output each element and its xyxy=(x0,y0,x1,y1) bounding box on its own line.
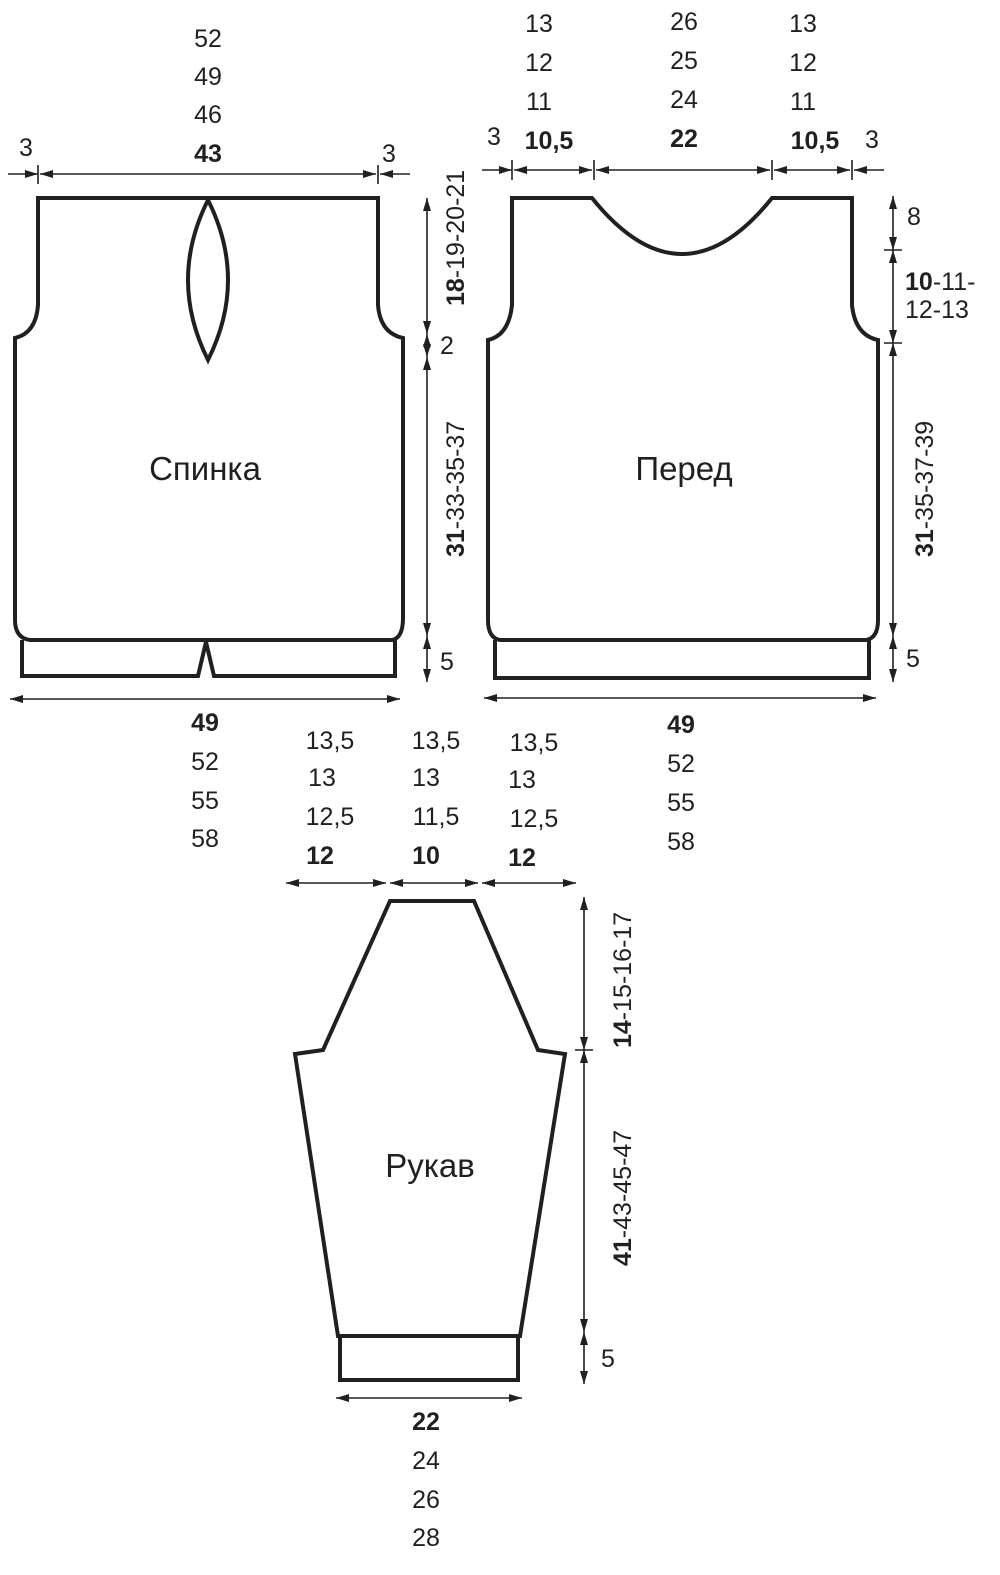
sleeve-piece: Рукав 13,5 13 12,5 12 13,5 13 11,5 10 13… xyxy=(286,727,637,1552)
back-top-width-3: 46 xyxy=(194,101,222,129)
front-neck-width-4: 22 xyxy=(670,125,698,153)
front-piece: Перед 13 12 11 10,5 26 25 24 22 13 12 11… xyxy=(482,8,975,856)
front-body-height: 31-35-37-39 xyxy=(911,421,939,557)
front-bottom-width-3: 55 xyxy=(667,789,695,817)
sleeve-rib xyxy=(338,1336,520,1382)
back-top-width-2: 49 xyxy=(194,63,222,91)
sleeve-top-right-2: 13 xyxy=(508,766,536,794)
back-body-height: 31-33-35-37 xyxy=(442,421,470,557)
sleeve-top-left-3: 12,5 xyxy=(306,803,355,831)
sleeve-top-left-4: 12 xyxy=(306,842,334,870)
front-neck-side-right-4: 10,5 xyxy=(791,127,840,155)
back-shoulder-left: 3 xyxy=(19,134,33,162)
back-shoulder-right: 3 xyxy=(382,140,396,168)
sleeve-top-right-3: 12,5 xyxy=(510,805,559,833)
front-neck-depth: 8 xyxy=(907,203,921,231)
sleeve-bottom-width-2: 24 xyxy=(412,1447,440,1475)
back-bottom-width-3: 55 xyxy=(191,787,219,815)
back-bottom-width-4: 58 xyxy=(191,825,219,853)
front-rib xyxy=(493,640,871,680)
front-armhole-height: 10-11- xyxy=(905,268,975,296)
back-bottom-width-1: 49 xyxy=(191,709,219,737)
front-label: Перед xyxy=(635,450,732,487)
front-neck-side-right-2: 12 xyxy=(789,49,817,77)
back-label: Спинка xyxy=(149,450,262,487)
back-top-width-1: 52 xyxy=(194,25,222,53)
back-top-width-4: 43 xyxy=(194,140,222,168)
front-bottom-width-1: 49 xyxy=(667,711,695,739)
sleeve-bottom-width-4: 28 xyxy=(412,1524,440,1552)
front-armhole-height-line2: 12-13 xyxy=(905,296,969,324)
back-armhole-step: 2 xyxy=(440,332,454,360)
front-rib-height: 5 xyxy=(906,645,920,673)
sleeve-top-center-2: 13 xyxy=(412,764,440,792)
sleeve-top-right-1: 13,5 xyxy=(510,729,559,757)
front-bottom-width-4: 58 xyxy=(667,828,695,856)
back-piece: Спинка 52 49 46 43 3 3 18-19-20-21 2 31-… xyxy=(8,25,470,853)
front-neck-side-right-3: 11 xyxy=(790,88,816,116)
back-keyhole xyxy=(186,195,230,365)
sleeve-label: Рукав xyxy=(385,1147,475,1184)
front-shoulder-right: 3 xyxy=(865,126,879,154)
back-armhole-height: 18-19-20-21 xyxy=(442,170,470,306)
sleeve-top-center-3: 11,5 xyxy=(413,803,460,831)
sleeve-top-left-2: 13 xyxy=(308,764,336,792)
front-outline xyxy=(486,196,880,642)
front-neck-width-1: 26 xyxy=(670,8,698,36)
back-bottom-width-2: 52 xyxy=(191,748,219,776)
front-neck-width-2: 25 xyxy=(670,47,698,75)
back-outline xyxy=(13,196,405,642)
front-shoulder-left: 3 xyxy=(487,123,501,151)
sleeve-length: 41-43-45-47 xyxy=(609,1130,637,1266)
back-rib-height: 5 xyxy=(440,648,454,676)
back-rib xyxy=(20,640,397,678)
sleeve-top-center-4: 10 xyxy=(412,842,440,870)
front-neck-side-left-4: 10,5 xyxy=(525,127,574,155)
front-neck-side-right-1: 13 xyxy=(789,10,817,38)
sleeve-rib-height: 5 xyxy=(601,1345,615,1373)
sleeve-top-right-4: 12 xyxy=(508,844,536,872)
front-neck-width-3: 24 xyxy=(670,86,698,114)
front-neck-side-left-3: 11 xyxy=(526,88,552,116)
front-neck-side-left-1: 13 xyxy=(525,10,553,38)
sleeve-cap-height: 14-15-16-17 xyxy=(609,912,637,1048)
sleeve-top-left-1: 13,5 xyxy=(306,727,355,755)
front-bottom-width-2: 52 xyxy=(667,750,695,778)
sleeve-top-center-1: 13,5 xyxy=(412,727,461,755)
sleeve-bottom-width-3: 26 xyxy=(412,1486,440,1514)
sleeve-outline xyxy=(292,899,568,1338)
sleeve-bottom-width-1: 22 xyxy=(412,1408,440,1436)
front-neck-side-left-2: 12 xyxy=(525,49,553,77)
